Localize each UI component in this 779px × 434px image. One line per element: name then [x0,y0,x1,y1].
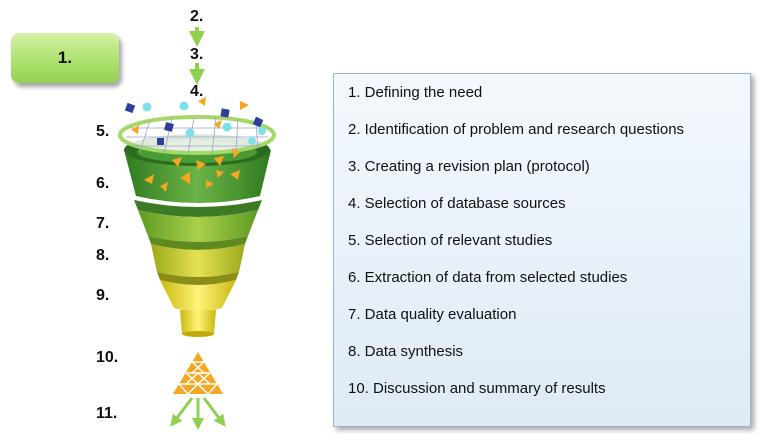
square-icon [164,122,174,132]
stage-5-number: 5. [96,123,110,140]
stage-1-label: 1. [57,48,73,67]
stage-10-number: 10. [96,349,119,366]
stage-9-number: 9. [96,287,110,304]
legend-item: 3. Creating a revision plan (protocol) [348,158,590,175]
stage-1-badge: 1. [11,33,119,83]
legend-panel: 1. Defining the need 2. Identification o… [333,73,751,427]
triangle-icon [198,97,206,106]
circle-icon [142,102,152,112]
stage-3-number: 3. [190,46,204,63]
legend-item: 2. Identification of problem and researc… [348,121,685,138]
circle-icon [222,122,232,132]
output-arrows [170,397,226,430]
legend-item: 1. Defining the need [348,84,483,101]
funnel-section-7 [138,210,258,242]
particles [124,97,266,145]
stage-11-number: 11. [96,405,118,422]
arrow-down-right-icon [202,397,226,427]
square-icon [252,116,264,128]
legend-item: 7. Data quality evaluation [348,306,517,323]
stage-2-number: 2. [190,8,204,25]
stage-4-number: 4. [190,83,204,100]
legend-item: 5. Selection of relevant studies [348,232,553,249]
square-icon [220,108,230,118]
stage-7-number: 7. [96,215,110,232]
filter-grid [118,115,276,155]
funnel-section-9 [160,280,236,312]
square-icon [124,102,136,114]
triangle-icon [214,120,222,129]
triangle-icon [131,125,139,134]
arrow-down-left-icon [170,397,194,427]
result-pyramid [173,352,223,395]
legend-item: 10. Discussion and summary of results [348,380,606,397]
circle-icon [248,137,256,145]
stage-8-number: 8. [96,247,110,264]
legend-item: 8. Data synthesis [348,343,464,360]
funnel-contents [144,148,240,192]
circle-icon [185,128,195,138]
stage-6-number: 6. [96,175,110,192]
funnel-section-8 [151,244,245,277]
legend-item: 6. Extraction of data from selected stud… [348,269,628,286]
legend-item: 4. Selection of database sources [348,195,566,212]
circle-icon [258,127,266,135]
circle-icon [179,101,189,111]
triangle-icon [240,101,249,110]
square-icon [157,138,164,145]
funnel-spout [180,310,216,336]
